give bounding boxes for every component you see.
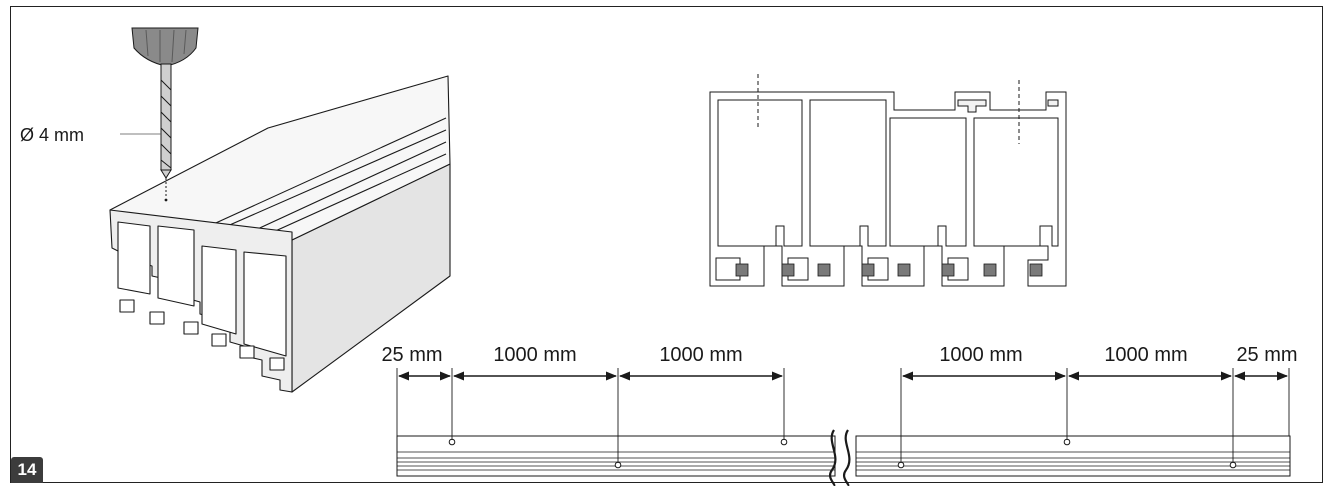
dimension-label-right-end: 25 mm [1236,344,1297,366]
dimension-label-spacing-1: 1000 mm [493,344,576,366]
fasteners [735,263,1043,277]
extension-lines [396,368,1290,463]
drill-position-markers [757,74,1020,144]
step-number-badge: 14 [11,457,43,483]
dimension-label-left-end: 25 mm [381,344,442,366]
dimension-label-spacing-3: 1000 mm [939,344,1022,366]
dimension-labels: 25 mm 1000 mm 1000 mm 1000 mm 1000 mm 25… [381,344,1297,366]
profile-3d-view [109,75,451,393]
dimension-label-spacing-4: 1000 mm [1104,344,1187,366]
rail-break-symbol [828,429,851,486]
drill-diameter-label: Ø 4 mm [20,125,84,145]
rail-strip [396,435,1291,477]
dimension-label-spacing-2: 1000 mm [659,344,742,366]
drill-illustration [120,27,199,202]
figure-frame [10,6,1323,483]
profile-cross-section [709,91,1067,287]
